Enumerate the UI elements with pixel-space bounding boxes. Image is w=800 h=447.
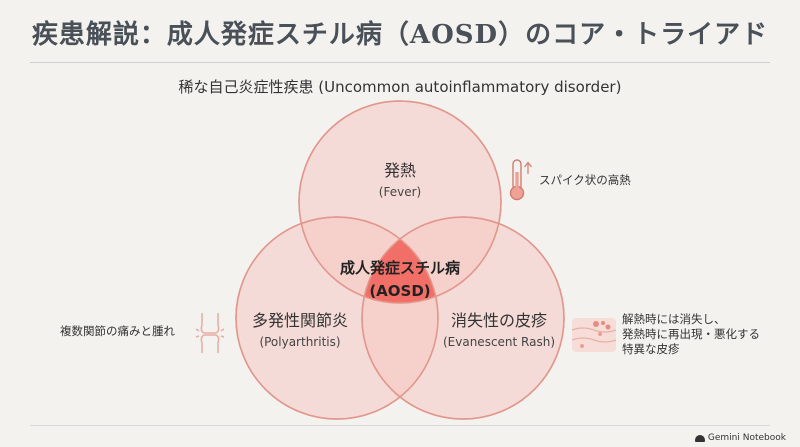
bottom-divider [30, 425, 770, 426]
subtitle: 稀な自己炎症性疾患 (Uncommon autoinflammatory dis… [178, 78, 622, 96]
rash-label: 消失性の皮疹 [451, 311, 547, 330]
fever-label-en: (Fever) [379, 185, 421, 199]
thermometer-icon [509, 159, 532, 201]
rash-annotation: 解熱時には消失し、 発熱時に再出現・悪化する 特異な皮疹 [622, 312, 760, 357]
badge-label: Gemini Notebook [707, 433, 786, 443]
center-label: 成人発症スチル病 [340, 259, 460, 277]
center-intersection [362, 217, 438, 303]
fever-annotation: スパイク状の高熱 [539, 173, 631, 187]
polyarthritis-label: 多発性関節炎 [252, 311, 348, 330]
title-divider [30, 62, 770, 63]
joint-annotation: 複数関節の痛みと腫れ [60, 324, 175, 338]
rash-annotation-line-2: 発熱時に再出現・悪化する [622, 327, 760, 341]
page-title: 疾患解説：成人発症スチル病（AOSD）のコア・トライアド [31, 20, 769, 50]
gemini-notebook-badge: Gemini Notebook [694, 433, 786, 443]
center-label-en: (AOSD) [369, 282, 430, 300]
rash-annotation-line-1: 解熱時には消失し、 [622, 312, 726, 326]
notebook-logo-icon [694, 434, 705, 442]
fever-label: 発熱 [384, 161, 416, 180]
knee-joint-icon [195, 313, 225, 353]
rash-label-en: (Evanescent Rash) [443, 335, 555, 349]
rash-annotation-line-3: 特異な皮疹 [622, 342, 680, 356]
polyarthritis-label-en: (Polyarthritis) [259, 335, 340, 349]
skin-rash-icon [571, 318, 617, 352]
